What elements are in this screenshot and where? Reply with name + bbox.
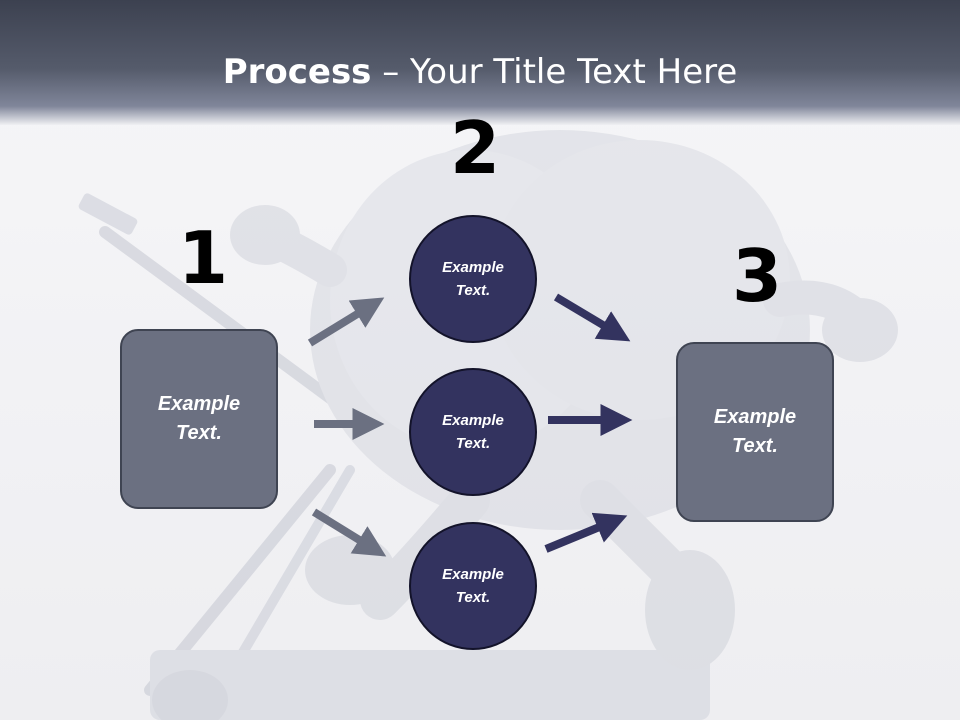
title-bar <box>0 0 960 125</box>
arrow-2c-to-3 <box>544 512 628 553</box>
step-number-2: 2 <box>450 106 501 190</box>
step-3-text-line2: Text. <box>732 435 778 457</box>
circle-top-line2: Text. <box>455 282 491 299</box>
circle-middle-line2: Text. <box>455 435 491 452</box>
slide-title: Process – Your Title Text Here <box>0 52 960 92</box>
title-rest: – Your Title Text Here <box>371 52 738 92</box>
step-2-circle-top: Example Text. <box>409 215 537 343</box>
circle-bottom-line1: Example <box>442 566 504 583</box>
step-number-3: 3 <box>732 234 783 318</box>
title-bold: Process <box>222 52 372 92</box>
step-3-text-line1: Example <box>713 406 797 428</box>
step-2-circle-bottom: Example Text. <box>409 522 537 650</box>
step-1-box: Example Text. <box>120 329 278 509</box>
circle-bottom-line2: Text. <box>455 589 491 606</box>
arrow-2a-to-3 <box>553 293 631 342</box>
step-1-text-line2: Text. <box>176 422 222 444</box>
step-1-text-line1: Example <box>157 393 241 415</box>
arrow-1-to-2c <box>311 508 387 557</box>
circle-middle-line1: Example <box>442 412 504 429</box>
arrow-1-to-2a <box>307 297 385 347</box>
step-3-box: Example Text. <box>676 342 834 522</box>
step-2-circle-middle: Example Text. <box>409 368 537 496</box>
step-number-1: 1 <box>178 216 229 300</box>
circle-top-line1: Example <box>442 259 504 276</box>
